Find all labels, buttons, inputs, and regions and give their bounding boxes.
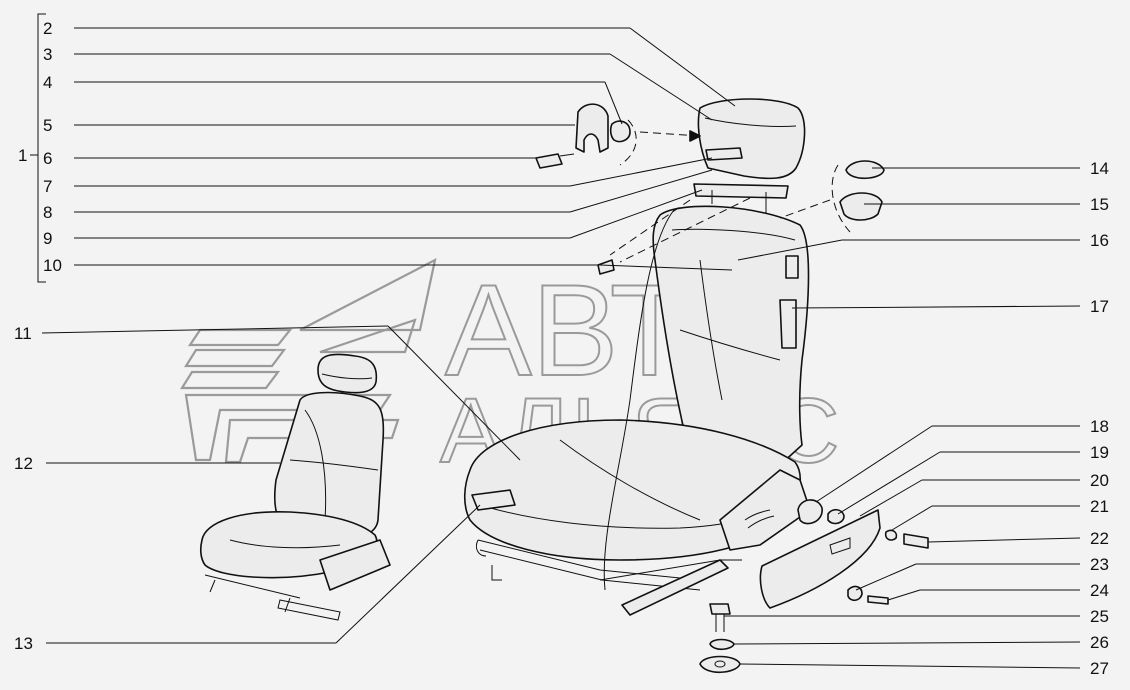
callout-23: 23 <box>1090 555 1109 574</box>
callout-4: 4 <box>43 73 52 92</box>
plug-parts <box>597 160 885 275</box>
callout-labels: 2 3 4 5 1 6 7 8 9 10 11 12 13 14 15 16 1… <box>14 19 1109 678</box>
side-cover-parts <box>699 499 929 674</box>
callout-10: 10 <box>43 256 62 275</box>
callout-26: 26 <box>1090 633 1109 652</box>
callout-24: 24 <box>1090 581 1109 600</box>
callout-11: 11 <box>14 324 32 343</box>
callout-2: 2 <box>43 19 52 38</box>
watermark-logo <box>180 257 437 464</box>
callout-12: 12 <box>14 454 33 473</box>
callout-8: 8 <box>43 203 52 222</box>
callout-21: 21 <box>1090 497 1109 516</box>
callout-7: 7 <box>43 177 52 196</box>
leader-lines <box>41 27 1081 669</box>
callout-25: 25 <box>1090 607 1109 626</box>
small-seat-drawing <box>199 353 391 621</box>
callout-15: 15 <box>1090 195 1109 214</box>
callout-22: 22 <box>1090 529 1109 548</box>
headrest-parts <box>535 103 701 169</box>
callout-19: 19 <box>1090 443 1109 462</box>
group-bracket-1 <box>30 13 46 283</box>
callout-5: 5 <box>43 116 52 135</box>
callout-6: 6 <box>43 149 52 168</box>
main-seat-drawing <box>463 98 811 616</box>
callout-17: 17 <box>1090 297 1109 316</box>
callout-18: 18 <box>1090 417 1109 436</box>
callout-1: 1 <box>18 146 27 165</box>
callout-14: 14 <box>1090 159 1109 178</box>
callout-13: 13 <box>14 634 33 653</box>
callout-9: 9 <box>43 229 52 248</box>
callout-16: 16 <box>1090 231 1109 250</box>
callout-20: 20 <box>1090 471 1109 490</box>
callout-3: 3 <box>43 45 52 64</box>
callout-27: 27 <box>1090 659 1109 678</box>
